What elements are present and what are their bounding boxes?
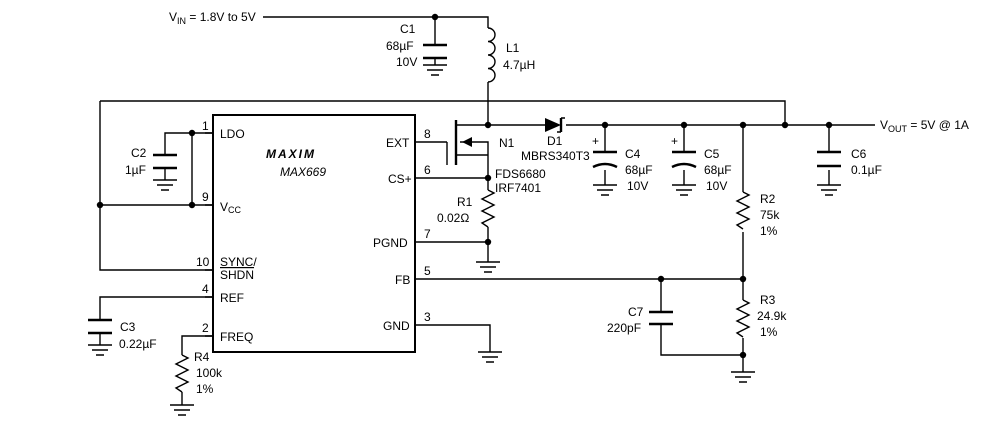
svg-text:68µF: 68µF bbox=[386, 39, 414, 53]
svg-text:IRF7401: IRF7401 bbox=[495, 181, 541, 195]
vin-label: VIN = 1.8V to 5V bbox=[169, 10, 256, 26]
svg-text:MBRS340T3: MBRS340T3 bbox=[521, 149, 590, 163]
pin-num-ext: 8 bbox=[424, 127, 431, 141]
pin-num-gnd: 3 bbox=[424, 310, 431, 324]
pin-label-shdn: SHDN bbox=[220, 268, 254, 282]
capacitor-c7: C7 220pF bbox=[607, 305, 673, 335]
svg-text:1%: 1% bbox=[760, 325, 778, 339]
svg-text:220pF: 220pF bbox=[607, 321, 641, 335]
pin-label-sync: SYNC/ bbox=[220, 255, 257, 269]
diode-d1: D1 MBRS340T3 bbox=[521, 117, 590, 163]
capacitor-c3: C3 0.22µF bbox=[87, 318, 157, 356]
svg-text:C5: C5 bbox=[704, 147, 720, 161]
svg-text:0.02Ω: 0.02Ω bbox=[437, 211, 469, 225]
ic-max669: MAXIM MAX669 1 LDO 9 VCC 10 SYNC/ SHDN 4… bbox=[196, 114, 431, 353]
resistor-r1: R1 0.02Ω bbox=[437, 189, 501, 273]
svg-text:R2: R2 bbox=[760, 192, 776, 206]
junctions bbox=[96, 13, 833, 359]
pin-label-ext: EXT bbox=[386, 136, 410, 150]
pin-num-pgnd: 7 bbox=[424, 227, 431, 241]
svg-text:R3: R3 bbox=[760, 293, 776, 307]
maxim-logo: MAXIM bbox=[266, 147, 316, 161]
svg-text:1%: 1% bbox=[196, 382, 214, 396]
ic-part-number: MAX669 bbox=[280, 165, 326, 179]
svg-text:68µF: 68µF bbox=[704, 163, 732, 177]
pin-num-sync: 10 bbox=[196, 255, 210, 269]
pin-label-gnd: GND bbox=[383, 319, 410, 333]
svg-text:75k: 75k bbox=[760, 208, 780, 222]
pin-num-freq: 2 bbox=[202, 321, 209, 335]
capacitor-c2: C2 1µF bbox=[125, 146, 178, 191]
pin-label-fb: FB bbox=[395, 273, 410, 287]
pin-label-freq: FREQ bbox=[220, 330, 253, 344]
c4-polarity-mark: + bbox=[592, 134, 599, 148]
c5-polarity-mark: + bbox=[671, 134, 678, 148]
svg-text:10V: 10V bbox=[706, 179, 727, 193]
svg-text:C6: C6 bbox=[851, 147, 867, 161]
svg-text:100k: 100k bbox=[196, 366, 223, 380]
svg-text:FDS6680: FDS6680 bbox=[495, 167, 546, 181]
capacitor-c6: C6 0.1µF bbox=[816, 147, 882, 196]
svg-text:1µF: 1µF bbox=[125, 163, 146, 177]
pin-label-ldo: LDO bbox=[220, 127, 245, 141]
pin-label-pgnd: PGND bbox=[373, 236, 408, 250]
svg-text:10V: 10V bbox=[627, 179, 648, 193]
pin-num-ref: 4 bbox=[202, 282, 209, 296]
svg-text:C2: C2 bbox=[131, 146, 147, 160]
pin-label-cs: CS+ bbox=[388, 172, 412, 186]
svg-text:C1: C1 bbox=[400, 22, 416, 36]
mosfet-n1: N1 FDS6680 IRF7401 bbox=[446, 120, 546, 195]
svg-text:24.9k: 24.9k bbox=[757, 309, 787, 323]
vin-subscript: IN bbox=[177, 16, 186, 26]
resistor-r3: R3 24.9k 1% bbox=[730, 293, 787, 383]
svg-text:D1: D1 bbox=[547, 134, 563, 148]
pin-num-vcc: 9 bbox=[202, 190, 209, 204]
resistor-r4: R4 100k 1% bbox=[169, 350, 223, 416]
svg-text:10V: 10V bbox=[396, 55, 417, 69]
pin-num-fb: 5 bbox=[424, 264, 431, 278]
capacitor-c4: + C4 68µF 10V bbox=[592, 134, 653, 196]
capacitor-c5: + C5 68µF 10V bbox=[671, 134, 732, 196]
svg-text:1%: 1% bbox=[760, 224, 778, 238]
svg-text:4.7µH: 4.7µH bbox=[503, 58, 535, 72]
wires bbox=[99, 16, 875, 405]
svg-text:R1: R1 bbox=[457, 195, 473, 209]
svg-text:R4: R4 bbox=[194, 350, 210, 364]
vout-subscript: OUT bbox=[888, 124, 908, 134]
svg-text:0.22µF: 0.22µF bbox=[119, 337, 157, 351]
capacitor-c1: C1 68µF 10V bbox=[386, 22, 448, 76]
svg-text:0.1µF: 0.1µF bbox=[851, 163, 882, 177]
svg-text:N1: N1 bbox=[499, 136, 515, 150]
pin-num-ldo: 1 bbox=[202, 119, 209, 133]
pin-num-cs: 6 bbox=[424, 163, 431, 177]
pin-label-vcc: VCC bbox=[220, 200, 242, 215]
ground-ic-gnd bbox=[477, 351, 503, 363]
resistor-r2: R2 75k 1% bbox=[735, 191, 780, 238]
pin-label-ref: REF bbox=[220, 291, 244, 305]
svg-text:C4: C4 bbox=[625, 147, 641, 161]
svg-text:C3: C3 bbox=[120, 320, 136, 334]
inductor-l1: L1 4.7µH bbox=[487, 27, 535, 83]
vout-label: VOUT = 5V @ 1A bbox=[880, 118, 969, 134]
svg-text:L1: L1 bbox=[506, 41, 520, 55]
svg-text:68µF: 68µF bbox=[625, 163, 653, 177]
svg-text:C7: C7 bbox=[628, 305, 644, 319]
